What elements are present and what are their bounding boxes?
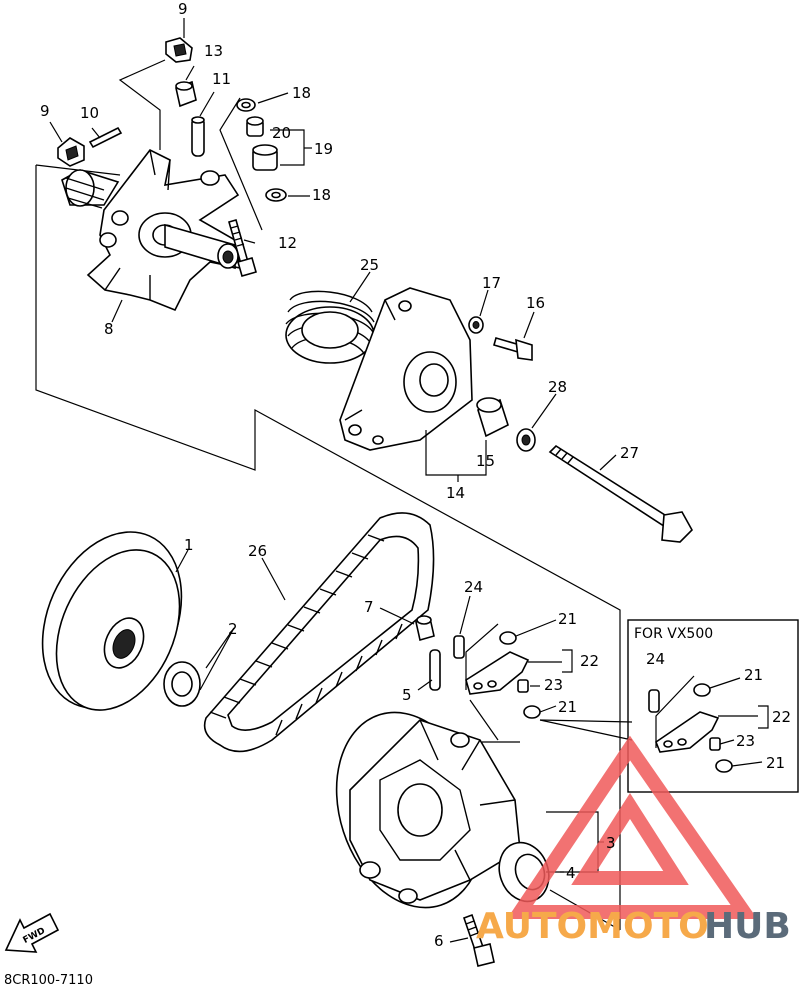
bolt-12 <box>228 219 257 277</box>
callout-1: 1 <box>184 536 194 554</box>
callout-3: 3 <box>606 834 616 852</box>
callout-11: 11 <box>212 70 231 88</box>
v-belt-26 <box>203 512 435 753</box>
callout-13: 13 <box>204 42 223 60</box>
washer-18-top <box>236 98 256 112</box>
callout-19: 19 <box>314 140 333 158</box>
callout-28: 28 <box>548 378 567 396</box>
watermark-text-hub: HUB <box>704 906 791 947</box>
callout-16: 16 <box>526 294 545 312</box>
leaders-cover <box>425 289 617 482</box>
inset-callout-labels: FOR VX500 24 21 22 23 21 <box>634 626 791 772</box>
collar-24 <box>453 595 471 659</box>
washer-18-bottom <box>265 188 287 202</box>
weight-arm-22 <box>465 651 530 695</box>
callout-labels: 9 13 11 9 10 18 20 19 18 12 8 25 17 16 2… <box>40 0 639 950</box>
callout-4: 4 <box>566 864 576 882</box>
callout-9-top: 9 <box>178 0 188 18</box>
pin-10 <box>88 126 123 149</box>
bolt-6 <box>449 913 495 967</box>
callout-27: 27 <box>620 444 639 462</box>
roller-23 <box>517 679 529 693</box>
callout-18-top: 18 <box>292 84 311 102</box>
watermark-text-automoto: AUTOMOTO <box>476 906 709 947</box>
leaders-upper-left <box>49 18 312 323</box>
bushing-2 <box>163 627 235 707</box>
cover-14 <box>339 287 473 451</box>
callout-21-a: 21 <box>558 610 577 628</box>
callout-17: 17 <box>482 274 501 292</box>
callout-8: 8 <box>104 320 114 338</box>
callout-7: 7 <box>364 598 374 616</box>
forward-arrow-icon: FWD <box>4 912 60 953</box>
bushing-20 <box>246 116 264 137</box>
callout-12: 12 <box>278 234 297 252</box>
inset-callout-24: 24 <box>646 650 665 668</box>
pin-11 <box>191 116 205 157</box>
bushing-15 <box>476 397 509 438</box>
callout-2: 2 <box>228 620 238 638</box>
callout-18-bottom: 18 <box>312 186 331 204</box>
callout-6: 6 <box>434 932 444 950</box>
inset-callout-22: 22 <box>772 708 791 726</box>
callout-24: 24 <box>464 578 483 596</box>
nut-13 <box>175 80 197 108</box>
callout-20: 20 <box>272 124 291 142</box>
washer-17 <box>468 316 484 334</box>
watermark-logo <box>506 735 758 919</box>
callout-22: 22 <box>580 652 599 670</box>
callout-14: 14 <box>446 484 465 502</box>
movable-sheave-1 <box>41 531 189 711</box>
primary-sheave-body <box>335 711 521 909</box>
spacer-7 <box>379 607 435 642</box>
callout-26: 26 <box>248 542 267 560</box>
fixed-sheave-hub-8 <box>61 148 241 312</box>
bolt-27 <box>548 444 693 543</box>
inset-callout-23: 23 <box>736 732 755 750</box>
callout-15: 15 <box>476 452 495 470</box>
washer-21-a <box>499 631 517 645</box>
washer-21-b <box>523 705 541 719</box>
roller-19 <box>252 144 278 171</box>
callout-25: 25 <box>360 256 379 274</box>
callout-23: 23 <box>544 676 563 694</box>
inset-title: FOR VX500 <box>634 626 713 642</box>
callout-21-b: 21 <box>558 698 577 716</box>
callout-10: 10 <box>80 104 99 122</box>
pin-5 <box>417 649 441 691</box>
callout-9-left: 9 <box>40 102 50 120</box>
inset-callout-21-b: 21 <box>766 754 785 772</box>
diagram-code: 8CR100-7110 <box>4 973 93 988</box>
callout-5: 5 <box>402 686 412 704</box>
inset-callout-21-a: 21 <box>744 666 763 684</box>
bolt-16 <box>493 337 533 361</box>
weight-cap-9-top <box>165 37 193 63</box>
inset-vx500 <box>627 619 799 793</box>
spring-25 <box>285 271 375 364</box>
leaders-weights <box>465 619 633 873</box>
weight-cap-9-left <box>57 137 85 167</box>
washer-28 <box>516 428 536 452</box>
